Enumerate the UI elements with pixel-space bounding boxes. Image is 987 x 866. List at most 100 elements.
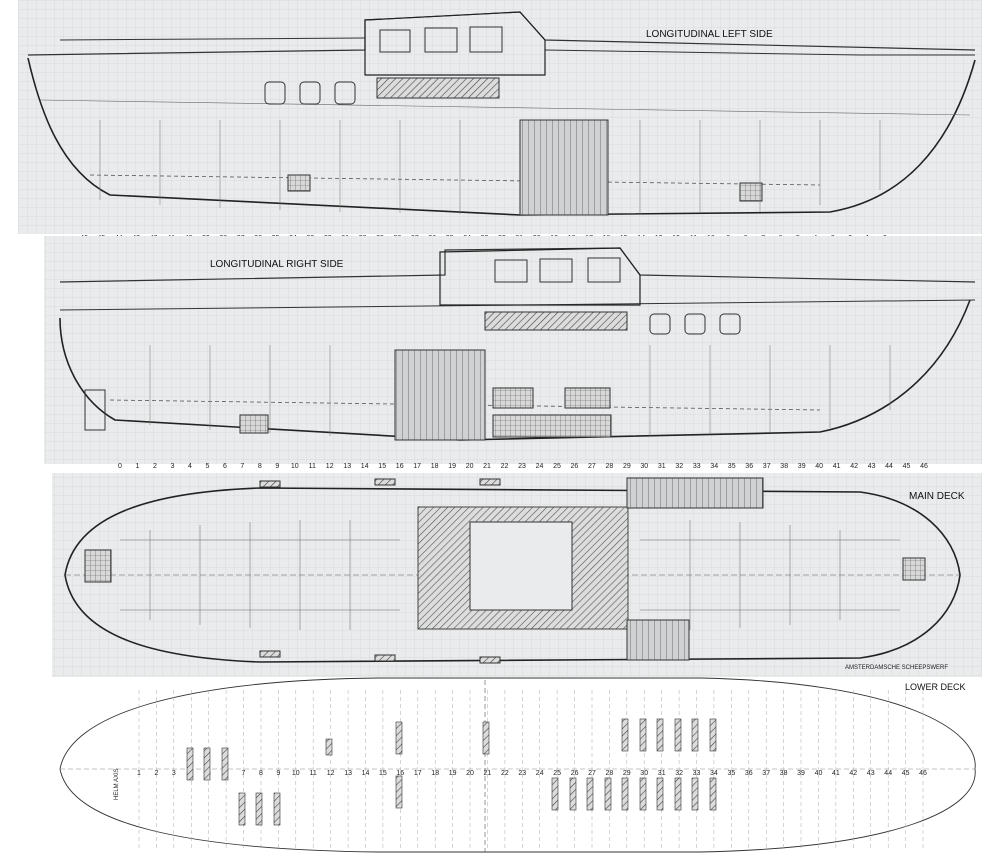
- frame-number-14: 14: [361, 463, 369, 470]
- lower-frame-number-24: 24: [536, 770, 544, 777]
- lower-frame-number-31: 31: [658, 770, 666, 777]
- lower-frame-number-3: 3: [172, 770, 176, 777]
- frame-number-26: 26: [571, 463, 579, 470]
- frame-number-28: 28: [606, 463, 614, 470]
- lower-frame-number-43: 43: [867, 770, 875, 777]
- frame-number-27: 27: [588, 463, 596, 470]
- lower-frame-number-41: 41: [832, 770, 840, 777]
- lower-frame-number-27: 27: [588, 770, 596, 777]
- lower-frame-number-15: 15: [379, 770, 387, 777]
- frame-number-42: 42: [850, 463, 858, 470]
- frame-number-34: 34: [710, 463, 718, 470]
- frame-number-2: 2: [153, 463, 157, 470]
- frame-number-41: 41: [833, 463, 841, 470]
- lower-frame-number-39: 39: [797, 770, 805, 777]
- lower-frame-number-16: 16: [396, 770, 404, 777]
- frame-number-1: 1: [136, 463, 140, 470]
- lower-frame-number-42: 42: [849, 770, 857, 777]
- right-side-title: LONGITUDINAL RIGHT SIDE: [210, 259, 344, 270]
- frame-number-16: 16: [396, 463, 404, 470]
- lower-frame-number-14: 14: [362, 770, 370, 777]
- frame-number-43: 43: [868, 463, 876, 470]
- frame-number-18: 18: [431, 463, 439, 470]
- lower-frame-number-26: 26: [571, 770, 579, 777]
- lower-frame-number-11: 11: [310, 770, 317, 777]
- lower-frame-number-35: 35: [728, 770, 736, 777]
- frame-number-7: 7: [240, 463, 244, 470]
- lower-frame-number-10: 10: [292, 770, 300, 777]
- lower-frame-number-19: 19: [449, 770, 457, 777]
- lower-frame-number-9: 9: [276, 770, 280, 777]
- frame-number-30: 30: [640, 463, 648, 470]
- frame-number-29: 29: [623, 463, 631, 470]
- lower-deck-view: 1234567891011121314151617181920212223242…: [59, 677, 976, 853]
- lower-frame-number-2: 2: [154, 770, 158, 777]
- lower-frame-number-22: 22: [501, 770, 509, 777]
- lower-frame-number-36: 36: [745, 770, 753, 777]
- lower-frame-number-34: 34: [710, 770, 718, 777]
- frame-number-0: 0: [118, 463, 122, 470]
- frame-number-6: 6: [223, 463, 227, 470]
- frame-number-37: 37: [763, 463, 771, 470]
- lower-frame-number-37: 37: [762, 770, 770, 777]
- lower-frame-number-40: 40: [815, 770, 823, 777]
- lower-frame-number-45: 45: [902, 770, 910, 777]
- lower-frame-number-18: 18: [431, 770, 439, 777]
- frame-number-24: 24: [536, 463, 544, 470]
- lower-frame-number-20: 20: [466, 770, 474, 777]
- frame-number-40: 40: [815, 463, 823, 470]
- frame-number-33: 33: [693, 463, 701, 470]
- lower-frame-number-17: 17: [414, 770, 422, 777]
- lower-deck-title: LOWER DECK: [905, 682, 966, 692]
- lower-frame-number-7: 7: [242, 770, 246, 777]
- frame-number-44: 44: [885, 463, 893, 470]
- right-side-view: LONGITUDINAL RIGHT SIDE: [44, 236, 982, 464]
- frame-number-19: 19: [448, 463, 456, 470]
- lower-frame-number-28: 28: [606, 770, 614, 777]
- lower-frame-number-12: 12: [327, 770, 335, 777]
- lower-frame-number-29: 29: [623, 770, 631, 777]
- frame-number-22: 22: [501, 463, 509, 470]
- main-deck-view: MAIN DECK AMSTERDAMSCHE SCHEEPSWERF: [52, 473, 982, 677]
- frame-number-46: 46: [920, 463, 928, 470]
- frame-number-3: 3: [170, 463, 174, 470]
- lower-frame-number-44: 44: [884, 770, 892, 777]
- frame-number-20: 20: [466, 463, 474, 470]
- frame-number-13: 13: [343, 463, 351, 470]
- frame-number-35: 35: [728, 463, 736, 470]
- frame-number-21: 21: [483, 463, 491, 470]
- frame-number-5: 5: [205, 463, 209, 470]
- frame-number-38: 38: [780, 463, 788, 470]
- lower-frame-number-8: 8: [259, 770, 263, 777]
- frame-number-17: 17: [413, 463, 421, 470]
- frame-number-10: 10: [291, 463, 299, 470]
- lower-frame-number-32: 32: [675, 770, 683, 777]
- lower-frame-number-38: 38: [780, 770, 788, 777]
- left-side-view: LONGITUDINAL LEFT SIDE: [18, 0, 982, 234]
- frame-number-32: 32: [675, 463, 683, 470]
- frame-number-23: 23: [518, 463, 526, 470]
- frame-number-9: 9: [275, 463, 279, 470]
- helm-axis-label: HELM AXIS: [114, 768, 120, 800]
- left-side-title: LONGITUDINAL LEFT SIDE: [646, 29, 773, 40]
- frame-number-45: 45: [903, 463, 911, 470]
- lower-frame-number-25: 25: [553, 770, 561, 777]
- lower-frame-number-23: 23: [518, 770, 526, 777]
- frame-number-39: 39: [798, 463, 806, 470]
- main-deck-title: MAIN DECK: [909, 491, 965, 502]
- frame-number-4: 4: [188, 463, 192, 470]
- lower-frame-number-46: 46: [919, 770, 927, 777]
- lower-frame-number-33: 33: [693, 770, 701, 777]
- lower-frame-number-30: 30: [640, 770, 648, 777]
- shipyard-mark: AMSTERDAMSCHE SCHEEPSWERF: [845, 665, 948, 671]
- frame-number-36: 36: [745, 463, 753, 470]
- frame-number-12: 12: [326, 463, 334, 470]
- frame-number-11: 11: [309, 463, 316, 470]
- frame-number-8: 8: [258, 463, 262, 470]
- frame-number-25: 25: [553, 463, 561, 470]
- frame-number-15: 15: [378, 463, 386, 470]
- lower-frame-number-13: 13: [344, 770, 352, 777]
- lower-frame-number-21: 21: [484, 770, 492, 777]
